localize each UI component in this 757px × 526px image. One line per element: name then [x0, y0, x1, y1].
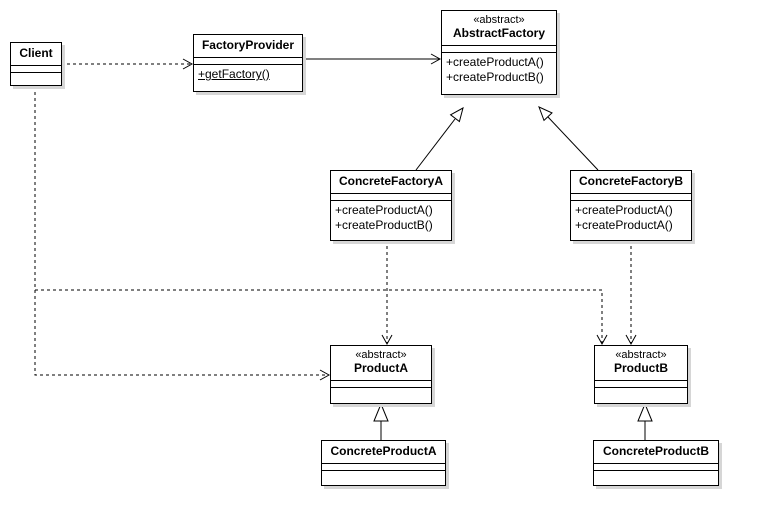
- attributes-section: [595, 381, 687, 388]
- class-header: ConcreteFactoryB: [571, 171, 691, 194]
- operations-section: +createProductA() +createProductA(): [571, 201, 691, 235]
- class-name: AbstractFactory: [452, 26, 546, 40]
- class-header: ConcreteProductA: [322, 441, 445, 464]
- arrowhead-open: [596, 334, 608, 346]
- triangle-head: [637, 402, 653, 422]
- attributes-section: [331, 194, 451, 201]
- arrowhead-open: [319, 369, 331, 381]
- triangle-head: [538, 106, 553, 122]
- class-producta[interactable]: «abstract» ProductA: [330, 345, 432, 404]
- operations-section: [595, 388, 687, 394]
- dep-client-producta: [34, 86, 329, 376]
- class-concreteproductb[interactable]: ConcreteProductB: [593, 440, 719, 486]
- class-header: Client: [11, 43, 61, 66]
- operations-section: +createProductA() +createProductB(): [331, 201, 451, 235]
- stereotype: «abstract»: [355, 349, 407, 361]
- class-name: FactoryProvider: [201, 38, 295, 52]
- operations-section: [331, 388, 431, 394]
- class-name: ConcreteFactoryB: [578, 174, 684, 188]
- stereotype: «abstract»: [615, 349, 667, 361]
- attributes-section: [571, 194, 691, 201]
- arrowhead-open: [625, 334, 637, 346]
- operation: +createProductB(): [446, 70, 544, 84]
- class-abstractfactory[interactable]: «abstract» AbstractFactory +createProduc…: [441, 10, 557, 95]
- gen-concretefactorya-abstractfactory: [415, 118, 456, 171]
- class-name: ConcreteFactoryA: [338, 174, 444, 188]
- operations-section: [11, 73, 61, 79]
- class-productb[interactable]: «abstract» ProductB: [594, 345, 688, 404]
- class-concreteproducta[interactable]: ConcreteProductA: [321, 440, 446, 486]
- attributes-section: [11, 66, 61, 73]
- class-name: ConcreteProductA: [330, 444, 437, 458]
- attributes-section: [331, 381, 431, 388]
- attributes-section: [442, 46, 556, 53]
- gen-concretefactoryb-abstractfactory: [547, 116, 599, 171]
- operations-section: [594, 471, 718, 477]
- class-header: «abstract» AbstractFactory: [442, 11, 556, 46]
- arrowhead-open: [381, 334, 393, 346]
- arrowhead-open: [182, 58, 194, 70]
- class-client[interactable]: Client: [10, 42, 62, 86]
- class-header: FactoryProvider: [194, 35, 302, 58]
- operation: +getFactory(): [198, 67, 270, 81]
- class-name: Client: [19, 46, 53, 60]
- arrowhead-open: [430, 53, 442, 65]
- operation: +createProductB(): [335, 218, 433, 232]
- class-concretefactoryb[interactable]: ConcreteFactoryB +createProductA() +crea…: [570, 170, 692, 241]
- attributes-section: [194, 58, 302, 65]
- triangle-head: [373, 402, 389, 422]
- operations-section: [322, 471, 445, 477]
- operations-section: +getFactory(): [194, 65, 302, 84]
- class-name: ProductB: [614, 361, 668, 375]
- class-factoryprovider[interactable]: FactoryProvider +getFactory(): [193, 34, 303, 92]
- class-name: ProductA: [354, 361, 408, 375]
- triangle-head: [449, 106, 464, 123]
- operations-section: +createProductA() +createProductB(): [442, 53, 556, 87]
- operation: +createProductA(): [575, 203, 673, 217]
- class-header: ConcreteFactoryA: [331, 171, 451, 194]
- class-header: «abstract» ProductA: [331, 346, 431, 381]
- class-concretefactorya[interactable]: ConcreteFactoryA +createProductA() +crea…: [330, 170, 452, 241]
- class-header: «abstract» ProductB: [595, 346, 687, 381]
- operation: +createProductA(): [575, 218, 673, 232]
- attributes-section: [594, 464, 718, 471]
- class-name: ConcreteProductB: [602, 444, 709, 458]
- class-header: ConcreteProductB: [594, 441, 718, 464]
- dep-client-productb: [35, 289, 603, 344]
- operation: +createProductA(): [335, 203, 433, 217]
- attributes-section: [322, 464, 445, 471]
- stereotype: «abstract»: [473, 14, 525, 26]
- operation: +createProductA(): [446, 55, 544, 69]
